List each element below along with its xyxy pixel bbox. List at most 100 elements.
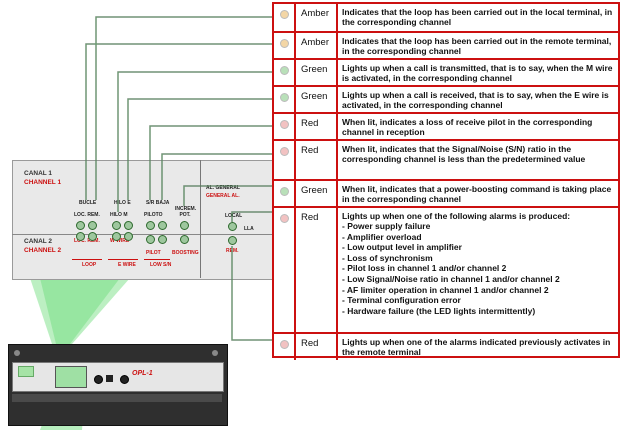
channel1-title: CANAL 1 — [24, 170, 53, 177]
label-pilot: PILOT — [146, 250, 161, 256]
led-boost-ch1 — [180, 221, 189, 230]
legend-led-cell — [274, 87, 296, 112]
label-e-wire: E WIRE — [118, 262, 136, 268]
alarm-list-item: - Terminal configuration error — [342, 295, 461, 306]
led-indicator-icon — [280, 147, 289, 156]
legend-description-text: Indicates that the loop has been carried… — [342, 36, 612, 56]
legend-color: Green — [296, 60, 338, 85]
led-indicator-icon — [280, 66, 289, 75]
legend-description: When lit, indicates a loss of receive pi… — [338, 114, 618, 139]
alarm-list-item: - Pilot loss in channel 1 and/or channel… — [342, 263, 507, 274]
alarm-list-item: - Hardware failure (the LED lights inter… — [342, 305, 536, 316]
label-w-wire: W WIRE — [110, 238, 130, 244]
label-piloto: PILOTO — [144, 212, 163, 218]
device-front-face — [12, 362, 224, 392]
legend-color: Red — [296, 114, 338, 139]
device-led-window — [55, 366, 87, 388]
led-sn-ch1 — [158, 221, 167, 230]
label-al-general: AL. GENERAL — [206, 185, 240, 191]
legend-description-text: Indicates that the loop has been carried… — [342, 7, 613, 27]
alarm-list-item: - Low output level in amplifier — [342, 242, 462, 253]
led-ewire-ch1 — [124, 221, 133, 230]
label-hilo-m: HILO M — [110, 212, 128, 218]
legend-led-cell — [274, 4, 296, 31]
label-loc-rem-top: LOC. REM. — [74, 212, 100, 218]
legend-color: Red — [296, 208, 338, 332]
led-loop-local-ch1 — [76, 221, 85, 230]
legend-description-text: When lit, indicates that the Signal/Nois… — [342, 144, 586, 164]
legend-description: Indicates that the loop has been carried… — [338, 4, 618, 31]
led-ewire-ch2 — [124, 232, 133, 241]
label-rem: REM. — [226, 248, 239, 254]
device-screw — [14, 350, 20, 356]
device-screw — [212, 350, 218, 356]
legend-description: When lit, indicates that a power-boostin… — [338, 181, 618, 206]
legend-description-text: When lit, indicates that a power-boostin… — [342, 184, 612, 204]
legend-description-text: Lights up when one of the alarms indicat… — [342, 337, 611, 357]
channel1-subtitle: CHANNEL 1 — [24, 179, 62, 186]
legend-description: Lights up when one of the alarms indicat… — [338, 334, 618, 360]
label-general-al: GENERAL AL. — [206, 193, 240, 199]
legend-color: Green — [296, 181, 338, 206]
legend-description-text: When lit, indicates a loss of receive pi… — [342, 117, 593, 137]
legend-description-text: Lights up when a call is received, that … — [342, 90, 609, 110]
legend-description-text: Lights up when a call is transmitted, th… — [342, 63, 613, 83]
device-connector — [106, 375, 113, 382]
led-alarm-local — [228, 222, 237, 231]
lowsn-separator — [144, 259, 170, 260]
ewire-separator — [108, 259, 138, 260]
front-panel — [12, 160, 276, 280]
led-indicator-icon — [280, 340, 289, 349]
led-boost-ch2 — [180, 235, 189, 244]
label-increm-pot: INCREM. POT. — [175, 206, 197, 218]
led-alarm-remote — [228, 236, 237, 245]
alarm-list: - Power supply failure- Amplifier overlo… — [342, 221, 615, 316]
label-sr-baja: S/R BAJA — [146, 200, 170, 206]
legend-color: Amber — [296, 33, 338, 58]
led-indicator-icon — [280, 187, 289, 196]
legend-color: Amber — [296, 4, 338, 31]
legend-color: Green — [296, 87, 338, 112]
label-low-sn: LOW S/N — [150, 262, 172, 268]
channel2-subtitle: CHANNEL 2 — [24, 247, 62, 254]
label-lla: LLA — [244, 226, 254, 232]
legend-description: Lights up when one of the following alar… — [338, 208, 618, 332]
alarm-list-item: - Power supply failure — [342, 221, 431, 231]
legend-row: Red Lights up when one of the following a… — [274, 206, 618, 332]
led-loop-remote-ch1 — [88, 221, 97, 230]
label-local: LOCAL — [225, 213, 243, 219]
led-loop-remote-ch2 — [88, 232, 97, 241]
led-mwire-ch1 — [112, 221, 121, 230]
channel2-title: CANAL 2 — [24, 238, 53, 245]
label-loc-rem-mid: LOC. REM. — [74, 238, 100, 244]
legend-description-text: Lights up when one of the following alar… — [342, 211, 571, 221]
alarm-list-item: - Low Signal/Noise ratio in channel 1 an… — [342, 273, 560, 284]
alarm-list-item: - Loss of synchronism — [342, 252, 433, 263]
legend-description: Indicates that the loop has been carried… — [338, 33, 618, 58]
led-mwire-ch2 — [112, 232, 121, 241]
legend-description: Lights up when a call is received, that … — [338, 87, 618, 112]
led-sn-ch2 — [158, 235, 167, 244]
label-bucle: BUCLE — [79, 200, 97, 206]
led-indicator-icon — [280, 214, 289, 223]
device-knob — [94, 375, 103, 384]
led-pilot-ch2 — [146, 235, 155, 244]
legend-led-cell — [274, 208, 296, 332]
led-loop-local-ch2 — [76, 232, 85, 241]
alarm-list-item: - AF limiter operation in channel 1 and/… — [342, 284, 549, 295]
device-logo: OPL-1 — [132, 370, 153, 377]
alarm-list-item: - Amplifier overload — [342, 231, 422, 242]
device-status-label — [18, 366, 34, 377]
legend-led-cell — [274, 181, 296, 206]
label-loop: LOOP — [82, 262, 97, 268]
